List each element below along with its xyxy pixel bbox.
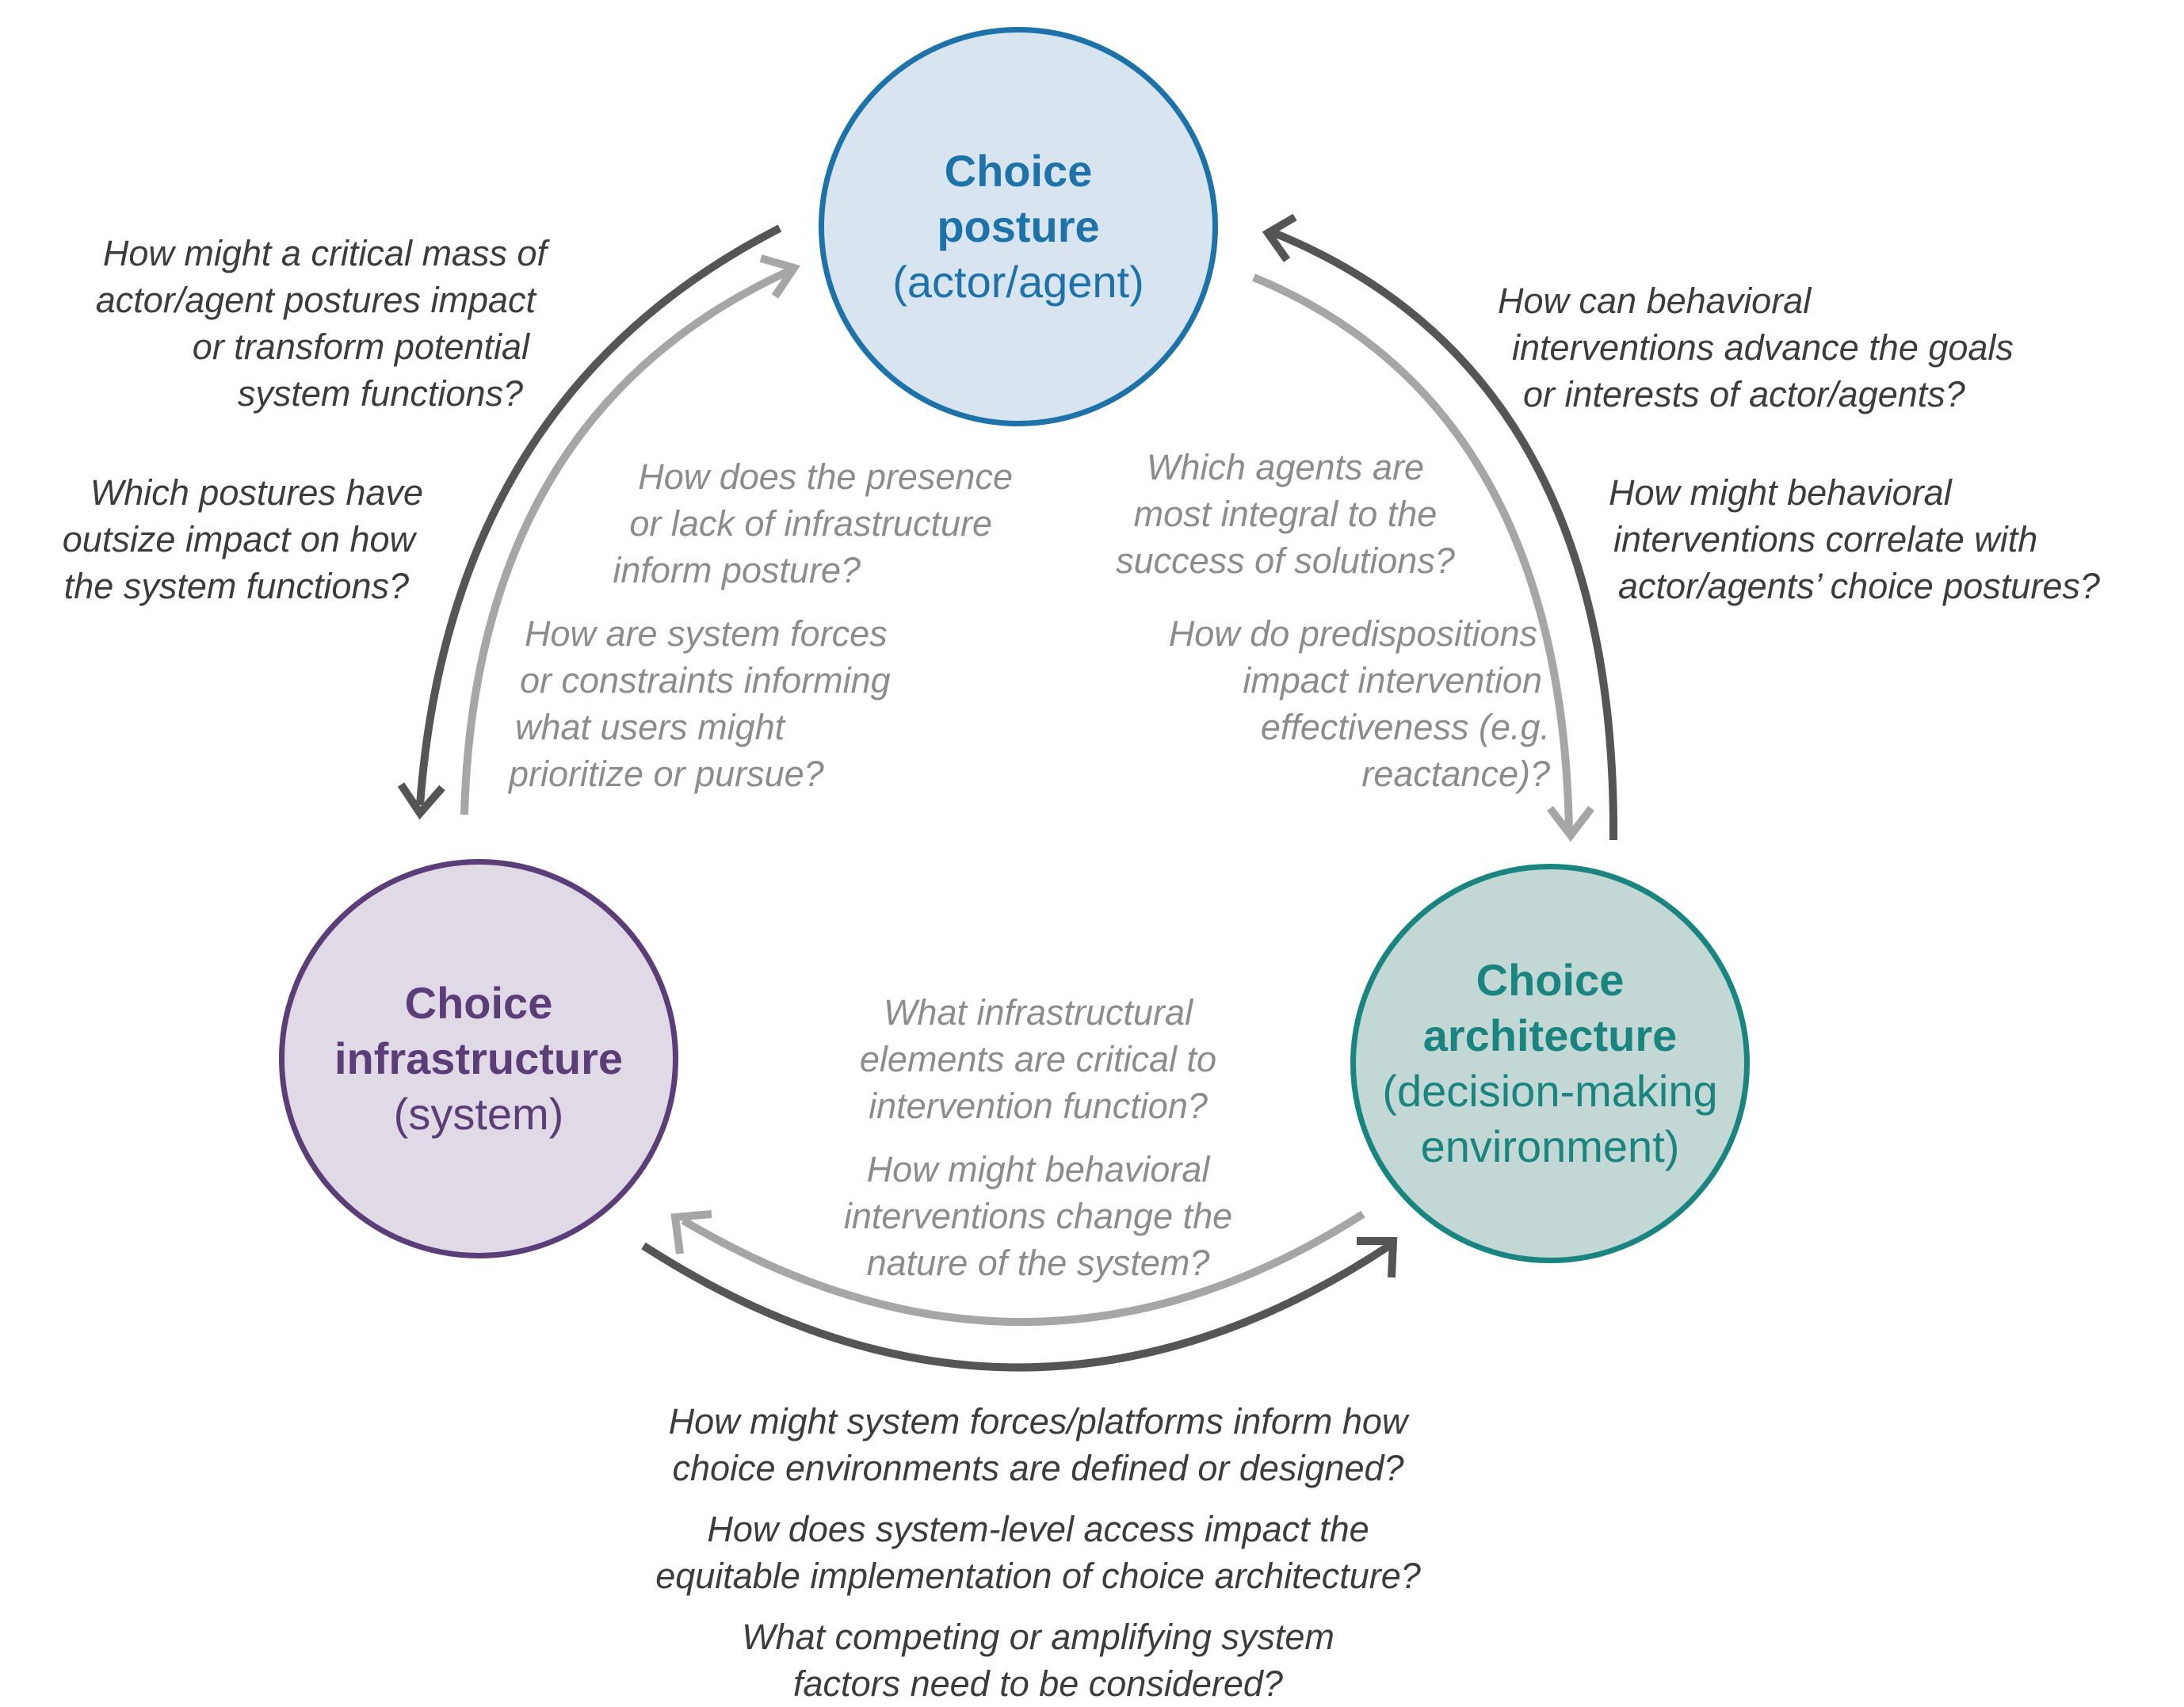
infrastructure-title-2: infrastructure bbox=[334, 1033, 624, 1083]
question-line: elements are critical to bbox=[859, 1039, 1217, 1079]
question-line: prioritize or pursue? bbox=[509, 754, 824, 794]
question-left-inner-2: How are system forces or constraints inf… bbox=[509, 610, 891, 797]
question-line: How might behavioral bbox=[1609, 472, 1952, 513]
arrow-infrastructure-to-posture bbox=[460, 265, 795, 815]
question-line: How might behavioral bbox=[866, 1149, 1210, 1190]
node-choice-architecture: Choice architecture (decision-making env… bbox=[1350, 864, 1750, 1263]
question-line: How does the presence bbox=[638, 456, 1013, 497]
question-line: actor/agent postures impact bbox=[95, 280, 536, 320]
question-left-outer-2: Which postures have outsize impact on ho… bbox=[63, 469, 423, 609]
arrow-architecture-to-infrastructure bbox=[681, 1210, 1365, 1326]
question-line: How might system forces/platforms inform… bbox=[668, 1401, 1408, 1442]
question-right-inner-2: How do predispositions impact interventi… bbox=[1169, 610, 1550, 797]
question-line: interventions advance the goals bbox=[1512, 327, 2014, 368]
arrow-posture-to-infrastructure bbox=[416, 224, 782, 806]
posture-subtitle: (actor/agent) bbox=[892, 257, 1144, 307]
question-line: actor/agents’ choice postures? bbox=[1618, 566, 2100, 606]
question-line: choice environments are defined or desig… bbox=[672, 1448, 1404, 1488]
arrow-infrastructure-to-architecture bbox=[641, 1240, 1394, 1372]
question-right-outer-2: How might behavioral interventions corre… bbox=[1609, 469, 2100, 609]
arrowhead-posture-left bbox=[759, 254, 800, 299]
question-line: or constraints informing bbox=[520, 660, 891, 701]
question-line: what users might bbox=[515, 707, 785, 747]
question-bottom-inner-2: How might behavioral interventions chang… bbox=[745, 1146, 1331, 1286]
question-line: How do predispositions bbox=[1168, 613, 1537, 654]
infrastructure-subtitle: (system) bbox=[393, 1089, 564, 1139]
question-line: What infrastructural bbox=[883, 992, 1193, 1033]
arrow-posture-to-architecture bbox=[1252, 273, 1573, 831]
posture-title-1: Choice bbox=[944, 146, 1093, 196]
question-line: system functions? bbox=[237, 373, 523, 414]
question-line: How are system forces bbox=[525, 613, 888, 654]
question-bottom-outer-1: How might system forces/platforms inform… bbox=[539, 1398, 1537, 1491]
architecture-subtitle-1: (decision-making bbox=[1382, 1066, 1718, 1116]
arrowhead-infrastructure-left bbox=[397, 782, 445, 820]
question-line: most integral to the bbox=[1133, 494, 1438, 534]
question-bottom-outer-3: What competing or amplifying system fact… bbox=[539, 1613, 1537, 1707]
question-line: What competing or amplifying system bbox=[742, 1617, 1334, 1657]
question-line: How can behavioral bbox=[1498, 281, 1812, 321]
question-left-outer-1: How might a critical mass of actor/agent… bbox=[96, 230, 547, 417]
question-line: reactance)? bbox=[1361, 754, 1550, 794]
question-right-outer-1: How can behavioral interventions advance… bbox=[1498, 277, 2014, 418]
question-right-inner-1: Which agents are most integral to the su… bbox=[1079, 444, 1491, 584]
question-line: effectiveness (e.g. bbox=[1260, 707, 1550, 747]
question-bottom-outer-2: How does system-level access impact the … bbox=[539, 1506, 1537, 1599]
question-line: success of solutions? bbox=[1116, 540, 1455, 581]
infrastructure-title-1: Choice bbox=[404, 978, 553, 1028]
question-line: or interests of actor/agents? bbox=[1523, 374, 1965, 414]
question-line: or transform potential bbox=[192, 327, 529, 367]
question-line: inform posture? bbox=[613, 550, 861, 590]
question-line: Which agents are bbox=[1146, 447, 1425, 487]
question-line: nature of the system? bbox=[866, 1243, 1210, 1283]
question-line: Which postures have bbox=[90, 472, 423, 513]
arrowhead-architecture-bottom bbox=[1357, 1237, 1398, 1278]
architecture-title-1: Choice bbox=[1476, 955, 1625, 1005]
question-line: equitable implementation of choice archi… bbox=[655, 1556, 1421, 1596]
question-line: the system functions? bbox=[63, 566, 409, 606]
node-choice-infrastructure: Choice infrastructure (system) bbox=[279, 859, 678, 1258]
arrowhead-architecture-right bbox=[1547, 805, 1594, 842]
question-line: impact intervention bbox=[1243, 660, 1542, 701]
question-line: or lack of infrastructure bbox=[629, 503, 992, 544]
question-line: How does system-level access impact the bbox=[707, 1509, 1369, 1549]
question-line: outsize impact on how bbox=[62, 519, 415, 559]
architecture-subtitle-2: environment) bbox=[1420, 1121, 1680, 1171]
question-line: interventions correlate with bbox=[1613, 519, 2038, 559]
question-line: factors need to be considered? bbox=[793, 1663, 1283, 1704]
architecture-title-2: architecture bbox=[1422, 1010, 1678, 1060]
arrow-architecture-to-posture bbox=[1273, 229, 1618, 841]
question-left-inner-1: How does the presence or lack of infrast… bbox=[613, 453, 1013, 594]
question-line: How might a critical mass of bbox=[102, 233, 547, 273]
question-line: interventions change the bbox=[843, 1196, 1233, 1236]
node-choice-posture: Choice posture (actor/agent) bbox=[819, 27, 1218, 426]
arrowhead-infrastructure-bottom bbox=[670, 1210, 712, 1254]
posture-title-2: posture bbox=[937, 201, 1100, 251]
question-bottom-inner-1: What infrastructural elements are critic… bbox=[745, 989, 1331, 1129]
arrowhead-posture-right bbox=[1262, 213, 1297, 262]
question-line: intervention function? bbox=[869, 1086, 1208, 1126]
